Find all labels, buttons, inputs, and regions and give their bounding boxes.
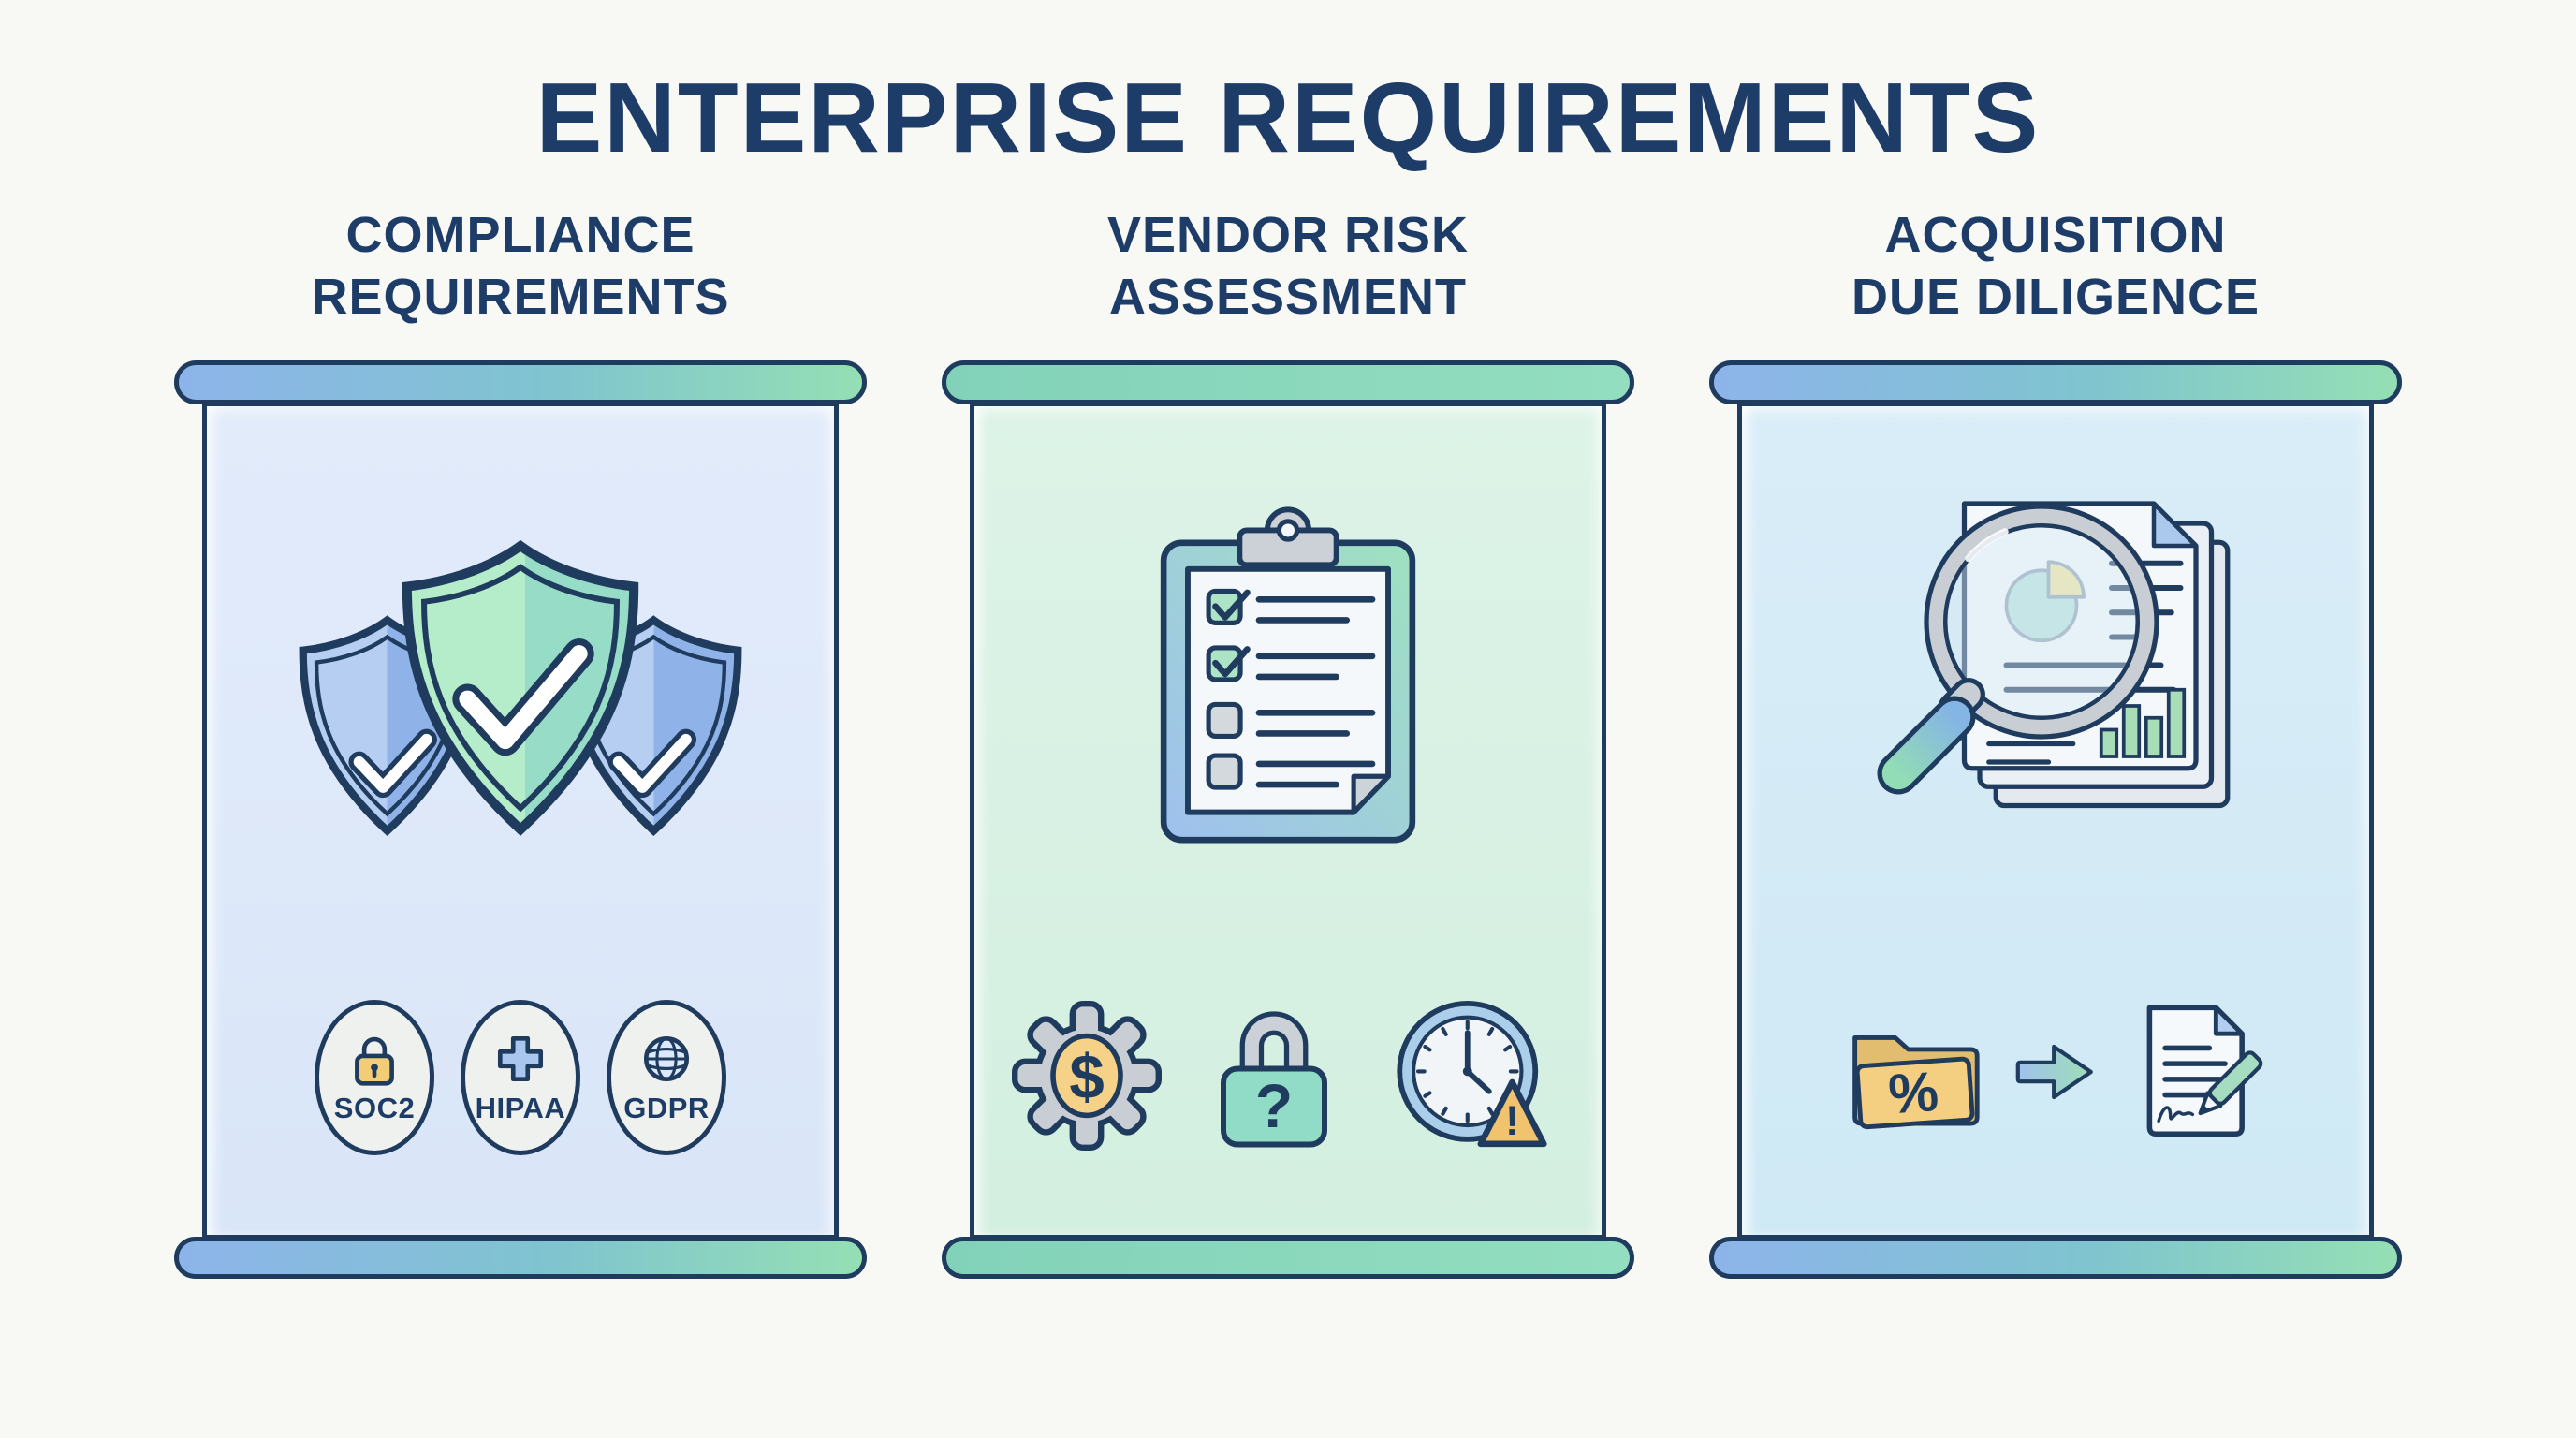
page-title: ENTERPRISE REQUIREMENTS <box>535 63 2041 173</box>
acquisition-icons: % <box>1843 1000 2268 1143</box>
question-glyph: ? <box>1255 1070 1293 1139</box>
badge-label: GDPR <box>623 1092 710 1124</box>
signed-document-pencil-icon <box>2146 1005 2263 1137</box>
header-line: ASSESSMENT <box>1108 269 1468 326</box>
header-line: DUE DILIGENCE <box>1851 269 2261 326</box>
card-top-bar <box>942 360 1634 404</box>
triple-shield-checkmark-icon <box>299 539 742 837</box>
clip-hole <box>1276 519 1300 542</box>
header-line: VENDOR RISK <box>1106 207 1470 264</box>
card-bottom-bar <box>174 1237 867 1279</box>
checkbox-check <box>1212 589 1251 621</box>
badge-gdpr: GDPR <box>607 1000 726 1155</box>
signature <box>2157 1106 2195 1123</box>
paper-fold-corner <box>1351 773 1391 815</box>
checkbox-box <box>1206 588 1243 625</box>
card-top-bar <box>174 360 867 404</box>
magnifier-documents-icon <box>1877 501 2231 809</box>
card-bottom-bar <box>942 1237 1634 1279</box>
lens-highlight <box>1965 528 2009 563</box>
card-top-bar <box>1709 360 2402 404</box>
warning-triangle <box>1477 1078 1547 1148</box>
checkbox-box <box>1206 701 1243 740</box>
checklist-row <box>1206 588 1376 625</box>
hour-hand <box>1464 1068 1492 1094</box>
acquisition-card: % <box>1709 360 2402 1279</box>
compliance-card-body: SOC2 HIPAA <box>202 402 839 1240</box>
header-line: COMPLIANCE <box>345 207 695 264</box>
globe-icon <box>643 1035 690 1082</box>
pie-slice <box>2046 560 2086 599</box>
vendor-risk-card-body: $ ? <box>970 402 1606 1240</box>
folder-front <box>1854 1056 1975 1130</box>
badge-label: SOC2 <box>333 1092 416 1124</box>
header-line: ACQUISITION <box>1884 207 2227 264</box>
checklist-row <box>1206 753 1376 790</box>
medical-cross-icon <box>497 1035 544 1082</box>
header-line: REQUIREMENTS <box>311 269 730 326</box>
badge-soc2: SOC2 <box>315 1000 434 1155</box>
shield-center <box>402 539 639 836</box>
vendor-risk-icons: $ ? <box>1012 994 1564 1156</box>
card-bottom-bar <box>1709 1237 2402 1279</box>
padlock-question-icon: ? <box>1221 1010 1327 1147</box>
dollar-glyph: $ <box>1069 1042 1104 1112</box>
compliance-badges: SOC2 HIPAA <box>315 1000 726 1155</box>
checklist-row <box>1206 645 1376 682</box>
compliance-card: SOC2 HIPAA <box>174 360 867 1279</box>
padlock-icon <box>355 1036 394 1086</box>
panel-compliance: COMPLIANCE REQUIREMENTS <box>174 207 867 1279</box>
exclamation-glyph: ! <box>1505 1098 1519 1144</box>
lens-ring <box>1926 506 2157 737</box>
sheet-fold-corner <box>2151 501 2199 549</box>
arrow-right-icon <box>2015 1044 2093 1099</box>
checkbox-check <box>1212 646 1251 678</box>
checklist-row <box>1206 701 1376 740</box>
panel-acquisition: ACQUISITION DUE DILIGENCE <box>1709 207 2402 1279</box>
panel-columns: COMPLIANCE REQUIREMENTS <box>174 207 2402 1279</box>
badge-label: HIPAA <box>475 1092 566 1124</box>
percent-glyph: % <box>1886 1060 1940 1126</box>
lens-glass <box>1936 516 2147 727</box>
contract-text-lines <box>2162 1045 2228 1098</box>
checkbox-box <box>1206 645 1243 682</box>
acquisition-card-body: % <box>1737 402 2374 1240</box>
clipboard-checklist-icon <box>1160 506 1416 844</box>
pencil <box>2198 1050 2263 1116</box>
vendor-risk-header: VENDOR RISK ASSESSMENT <box>1107 207 1469 353</box>
checkbox-box <box>1206 753 1243 790</box>
bar-chart <box>2099 687 2187 758</box>
acquisition-header: ACQUISITION DUE DILIGENCE <box>1852 207 2260 353</box>
panel-vendor-risk: VENDOR RISK ASSESSMENT <box>942 207 1634 1279</box>
clock-warning-icon: ! <box>1397 1001 1547 1148</box>
compliance-header: COMPLIANCE REQUIREMENTS <box>311 207 729 353</box>
vendor-risk-card: $ ? <box>942 360 1634 1279</box>
magnifier-handle <box>1881 700 1971 790</box>
badge-hipaa: HIPAA <box>461 1000 580 1155</box>
gear-dollar-icon: $ <box>1012 1000 1162 1151</box>
folder-percent-icon: % <box>1852 1034 1980 1130</box>
contract-fold-corner <box>2213 1005 2245 1036</box>
